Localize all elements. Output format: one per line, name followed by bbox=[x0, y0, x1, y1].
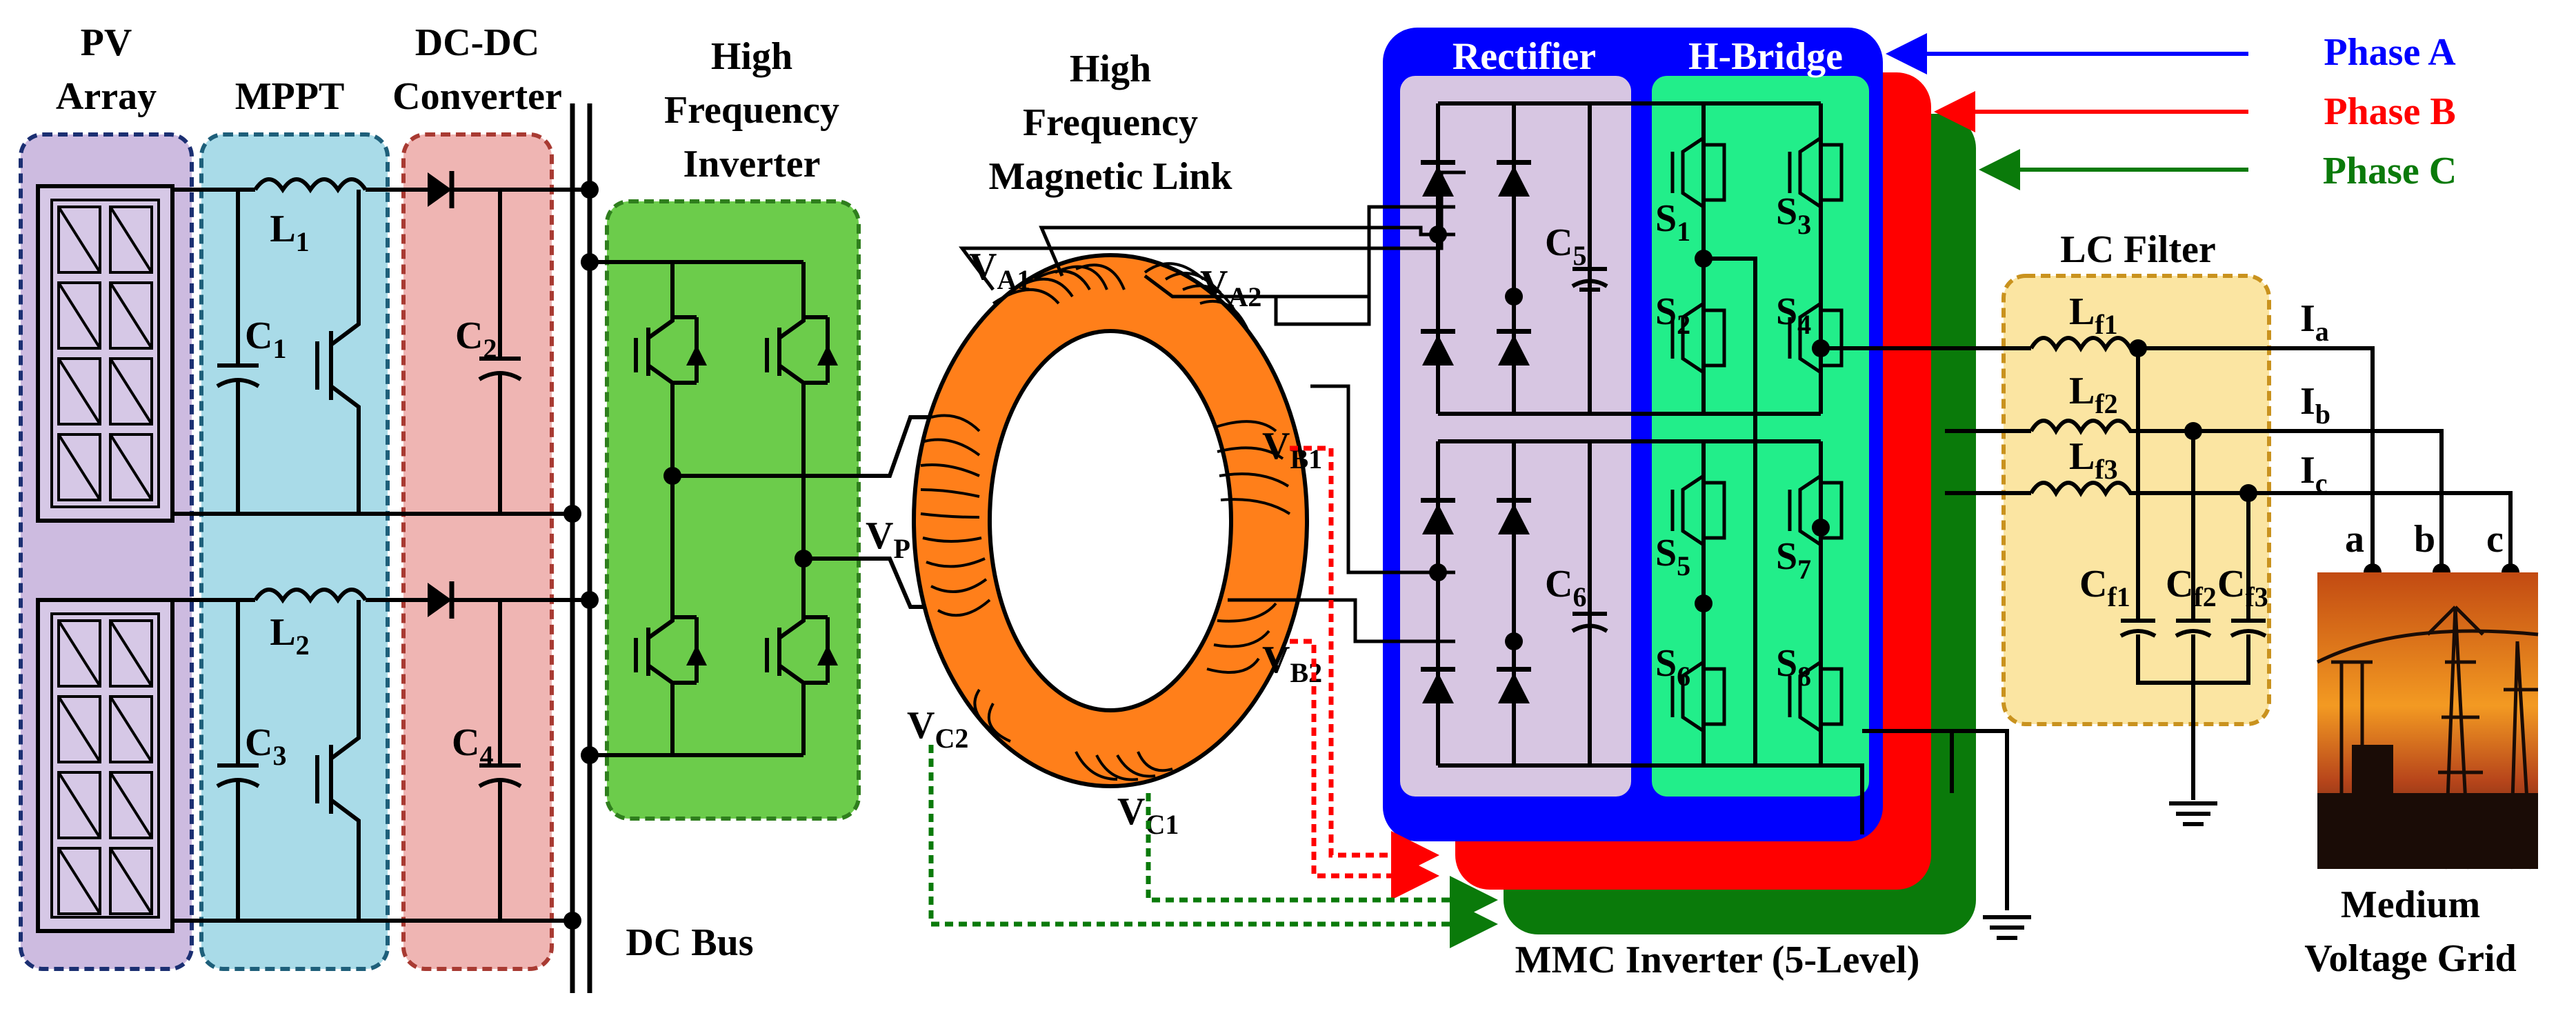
phase-c-dashed-lead bbox=[1146, 793, 1498, 924]
Lf1-label: Lf1 bbox=[2069, 290, 2118, 340]
rectifier-block bbox=[1400, 76, 1631, 797]
lc-filter-circuit bbox=[1862, 336, 2513, 826]
S3-label: S3 bbox=[1776, 190, 1811, 240]
VB2-label: VB2 bbox=[1262, 639, 1322, 688]
boost-converter-bottom bbox=[172, 581, 590, 923]
rectifier-circuit bbox=[1436, 101, 1600, 768]
hf-inverter-circuit bbox=[634, 262, 945, 755]
phase-b-label: Phase B bbox=[2324, 90, 2455, 133]
dcdc-title-line1: DC-DC bbox=[415, 21, 539, 64]
phase-c-dashed-lead-2 bbox=[928, 745, 1498, 948]
hfi-title-line2: Frequency bbox=[664, 89, 839, 132]
S5-label: S5 bbox=[1655, 532, 1690, 581]
phase-b-dashed-lead bbox=[1290, 446, 1439, 879]
VA2-label: VA2 bbox=[1200, 263, 1261, 312]
boost-converter-top bbox=[172, 171, 590, 516]
dc-bus bbox=[563, 103, 803, 993]
hfml-title-line1: High bbox=[1070, 48, 1151, 90]
mmc-ground bbox=[1821, 729, 2031, 940]
terminal-a-label: a bbox=[2345, 518, 2364, 561]
Lf3-label: Lf3 bbox=[2069, 435, 2118, 485]
hfi-block bbox=[605, 199, 861, 821]
dcdc-title-line2: Converter bbox=[392, 75, 562, 118]
C6-label: C6 bbox=[1545, 563, 1586, 612]
toroid-core bbox=[912, 253, 1309, 788]
pv-title-line2: Array bbox=[56, 75, 157, 118]
S1-label: S1 bbox=[1655, 197, 1690, 247]
phase-c-label: Phase C bbox=[2323, 150, 2457, 192]
phase-b-dashed-lead-2 bbox=[1290, 639, 1439, 900]
grid-title-line1: Medium bbox=[2341, 883, 2480, 926]
C3-label: C3 bbox=[245, 721, 286, 771]
rectifier-title: Rectifier bbox=[1452, 35, 1596, 78]
rectifier-capacitors bbox=[1571, 267, 1608, 633]
mppt-title: MPPT bbox=[235, 75, 345, 118]
hfi-title-line3: Inverter bbox=[683, 143, 820, 186]
S4-label: S4 bbox=[1776, 290, 1811, 340]
Ib-label: Ib bbox=[2300, 380, 2330, 430]
dcdc-block bbox=[401, 132, 554, 971]
hfml-title-line2: Frequency bbox=[1023, 101, 1198, 144]
S8-label: S8 bbox=[1776, 642, 1811, 692]
hbridge-title: H-Bridge bbox=[1688, 35, 1843, 78]
S2-label: S2 bbox=[1655, 290, 1690, 340]
Cf2-label: Cf2 bbox=[2166, 563, 2217, 612]
Cf1-label: Cf1 bbox=[2079, 563, 2130, 612]
C2-label: C2 bbox=[455, 314, 497, 364]
Cf3-label: Cf3 bbox=[2217, 563, 2268, 612]
hbridge-junctions bbox=[1695, 250, 1830, 612]
mmc-title: MMC Inverter (5-Level) bbox=[1515, 939, 1920, 981]
mppt-block bbox=[199, 132, 390, 971]
phase-a-label: Phase A bbox=[2324, 31, 2456, 74]
pv-panel-top bbox=[36, 184, 174, 523]
S6-label: S6 bbox=[1655, 642, 1690, 692]
Lf2-label: Lf2 bbox=[2069, 370, 2118, 419]
hfi-title-line1: High bbox=[711, 35, 792, 78]
C4-label: C4 bbox=[452, 721, 493, 771]
pv-title-line1: PV bbox=[81, 21, 132, 64]
VC2-label: VC2 bbox=[907, 704, 968, 754]
terminal-b-label: b bbox=[2414, 518, 2435, 561]
L2-label: L2 bbox=[270, 611, 309, 661]
VA1-label: VA1 bbox=[969, 246, 1030, 295]
pv-panel-bottom bbox=[36, 598, 174, 933]
lc-filter-title: LC Filter bbox=[2060, 228, 2215, 271]
Ic-label: Ic bbox=[2300, 449, 2328, 499]
C1-label: C1 bbox=[245, 314, 286, 364]
C5-label: C5 bbox=[1545, 221, 1586, 271]
hfml-title-line3: Magnetic Link bbox=[988, 155, 1232, 198]
Ia-label: Ia bbox=[2300, 297, 2329, 347]
S7-label: S7 bbox=[1776, 535, 1811, 585]
rectifier-diodes bbox=[1421, 160, 1531, 703]
grid-image bbox=[2316, 572, 2539, 870]
VP-label: VP bbox=[866, 514, 910, 564]
hbridge-switches bbox=[1670, 136, 1844, 733]
dc-bus-title: DC Bus bbox=[626, 921, 753, 964]
VC1-label: VC1 bbox=[1117, 790, 1179, 840]
grid-title-line2: Voltage Grid bbox=[2304, 937, 2516, 980]
L1-label: L1 bbox=[270, 208, 309, 257]
terminal-c-label: c bbox=[2486, 518, 2504, 561]
